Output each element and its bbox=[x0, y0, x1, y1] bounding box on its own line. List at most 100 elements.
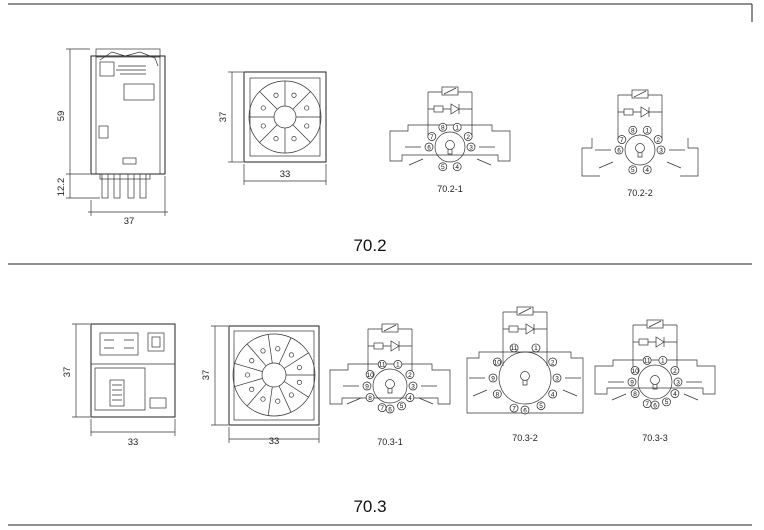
pin-terminal bbox=[628, 165, 638, 175]
pin-number: 7 bbox=[512, 405, 516, 412]
pin-number: 1 bbox=[396, 362, 400, 369]
caption-70-3-3: 70.3-3 bbox=[642, 433, 668, 443]
socket-terminal bbox=[275, 346, 281, 352]
pin-number: 4 bbox=[645, 167, 649, 174]
keyhole-icon bbox=[635, 143, 645, 153]
pin-number: 1 bbox=[534, 345, 538, 352]
coil-resistor bbox=[441, 86, 459, 96]
pin-number: 6 bbox=[427, 144, 431, 151]
section-title-70-2: 70.2 bbox=[353, 236, 386, 255]
pin-terminal bbox=[673, 377, 683, 387]
pin-number: 6 bbox=[653, 402, 657, 409]
pin-number: 8 bbox=[368, 395, 372, 402]
caption-70-2-1: 70.2-1 bbox=[437, 184, 463, 194]
top-dim-height: 37 bbox=[218, 112, 229, 123]
pin-terminal bbox=[627, 377, 637, 387]
socket-terminal bbox=[249, 386, 255, 392]
led-resistor bbox=[508, 325, 519, 333]
pin-number: 11 bbox=[511, 345, 518, 352]
pin-terminal bbox=[628, 125, 638, 135]
side-dim-height-70-3: 37 bbox=[62, 367, 73, 378]
socket-terminal bbox=[304, 105, 310, 111]
pin-number: 2 bbox=[408, 372, 412, 379]
pin-terminal bbox=[385, 404, 395, 414]
pin-terminal bbox=[452, 122, 462, 132]
pin-terminal bbox=[531, 343, 541, 353]
pin-terminal bbox=[393, 360, 403, 369]
pin-number: 1 bbox=[661, 358, 665, 365]
socket-terminal bbox=[260, 105, 266, 111]
pin-terminal bbox=[656, 145, 666, 155]
relay-side-view-70-3 bbox=[72, 323, 176, 436]
pin-terminal bbox=[536, 401, 546, 411]
pin-terminal bbox=[617, 135, 627, 144]
pin-number: 9 bbox=[491, 375, 495, 382]
caption-70-3-2: 70.3-2 bbox=[512, 433, 538, 443]
pin-number: 7 bbox=[430, 134, 434, 141]
pin-number: 5 bbox=[400, 403, 404, 410]
led-diode-icon bbox=[640, 106, 650, 118]
socket-terminal bbox=[304, 123, 310, 129]
pin-number: 2 bbox=[551, 359, 555, 366]
keyhole-icon bbox=[520, 371, 530, 381]
caption-70-3-1: 70.3-1 bbox=[377, 437, 403, 447]
pin-number: 5 bbox=[441, 164, 445, 171]
pin-terminal bbox=[488, 373, 498, 383]
socket-terminal bbox=[288, 352, 294, 358]
pin-number: 2 bbox=[656, 137, 660, 144]
socket-base-outline bbox=[389, 124, 511, 162]
pin-terminal bbox=[670, 389, 680, 398]
pin-terminal bbox=[642, 165, 652, 175]
pin-number: 8 bbox=[633, 391, 637, 398]
pin-number: 5 bbox=[665, 399, 669, 406]
caption-70-2-2: 70.2-2 bbox=[627, 188, 653, 198]
socket-base-outline bbox=[581, 138, 699, 177]
pin-number: 3 bbox=[555, 375, 559, 382]
socket-spoke bbox=[246, 343, 267, 367]
pin-terminal bbox=[492, 389, 502, 399]
pin-terminal bbox=[662, 397, 671, 407]
pin-number: 3 bbox=[659, 147, 663, 154]
top-dim-width-70-3: 33 bbox=[269, 436, 280, 447]
led-diode-icon bbox=[525, 323, 535, 335]
socket-terminal bbox=[260, 123, 266, 129]
socket-ring bbox=[372, 368, 408, 404]
coil-resistor bbox=[516, 306, 534, 316]
socket-spoke bbox=[283, 352, 309, 369]
pin-number: 8 bbox=[631, 128, 635, 135]
pin-number: 4 bbox=[455, 164, 459, 171]
socket-spoke bbox=[234, 378, 263, 387]
socket-spoke bbox=[292, 124, 311, 143]
pin-terminal bbox=[408, 381, 418, 391]
pin-number: 8 bbox=[441, 125, 445, 132]
pin-terminal bbox=[362, 381, 372, 391]
pin-number: 3 bbox=[411, 383, 415, 390]
pin-terminal bbox=[466, 142, 476, 152]
dim-width: 37 bbox=[124, 216, 135, 227]
pin-number: 6 bbox=[523, 407, 527, 414]
socket-terminal bbox=[291, 136, 297, 142]
pin-terminal bbox=[405, 370, 415, 379]
socket-spoke bbox=[292, 91, 311, 110]
contact-lines bbox=[608, 381, 702, 401]
socket-spoke bbox=[278, 337, 292, 365]
socket-terminal bbox=[260, 396, 266, 402]
pin-number: 7 bbox=[645, 401, 649, 408]
socket-base-outline bbox=[329, 363, 451, 405]
pin-terminal bbox=[520, 405, 530, 415]
pin-terminal bbox=[509, 403, 519, 413]
pin-number: 3 bbox=[676, 379, 680, 386]
coil-resistor bbox=[631, 89, 649, 99]
led-resistor bbox=[433, 105, 444, 113]
socket-terminal bbox=[249, 358, 255, 364]
pin-terminal bbox=[365, 370, 375, 379]
pin-number: 10 bbox=[366, 372, 374, 379]
led-diode-icon bbox=[390, 340, 400, 352]
pin-number: 4 bbox=[673, 391, 677, 398]
